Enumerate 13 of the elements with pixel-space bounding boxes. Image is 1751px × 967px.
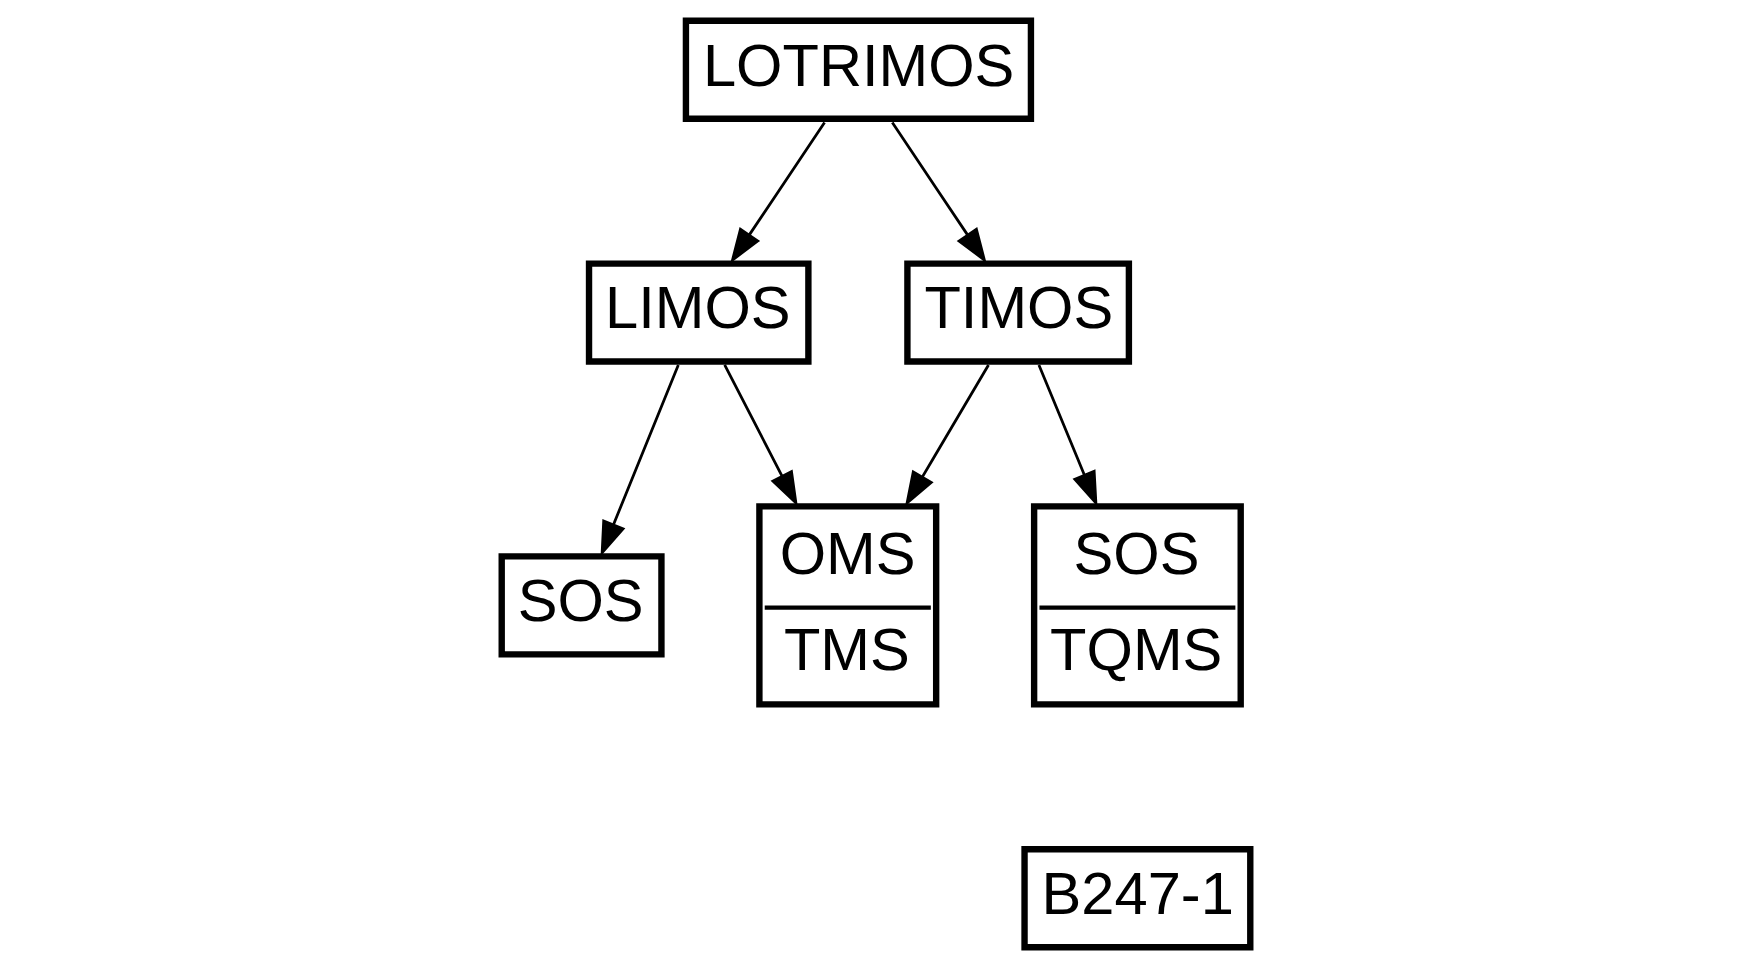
node-box: TIMOS (903, 259, 1132, 365)
arrow (722, 363, 798, 507)
node-box: OMS TMS (755, 502, 939, 708)
node-box: B247-1 (1020, 845, 1253, 950)
node-box: SOS (498, 552, 665, 658)
node-box: SOS TQMS (1030, 502, 1244, 708)
arrow (904, 363, 990, 506)
arrow (600, 363, 680, 556)
arrow (1037, 363, 1097, 507)
arrow (890, 121, 987, 263)
node-box: LOTRIMOS (682, 17, 1034, 122)
node-box: LIMOS (585, 259, 812, 365)
arrow (729, 121, 826, 263)
